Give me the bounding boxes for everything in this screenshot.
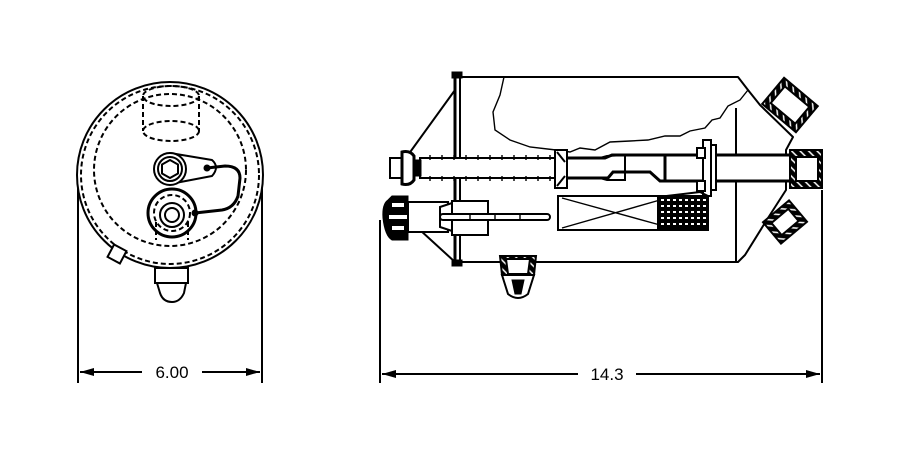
end-view: 6.00 bbox=[76, 81, 264, 383]
bottom-nozzle bbox=[154, 267, 189, 304]
tether-cable bbox=[194, 164, 242, 215]
rod-nut bbox=[389, 150, 422, 186]
dimension-label-width: 6.00 bbox=[155, 363, 188, 382]
dimension-length: 14.3 bbox=[382, 365, 820, 384]
upper-angled-port bbox=[760, 76, 820, 134]
bracket bbox=[106, 243, 128, 265]
shell-inner-hidden bbox=[80, 85, 260, 265]
left-cone bbox=[407, 89, 456, 263]
baffle-left bbox=[554, 149, 568, 189]
bottom-nozzle bbox=[498, 255, 538, 299]
filter-element bbox=[557, 191, 709, 231]
lower-angled-port bbox=[761, 198, 809, 246]
dimension-width: 6.00 bbox=[80, 363, 260, 382]
top-port-hidden bbox=[142, 85, 200, 142]
outlet-pipe bbox=[789, 149, 823, 189]
inner-hidden-circle bbox=[93, 93, 247, 247]
dimension-label-length: 14.3 bbox=[590, 365, 623, 384]
lower-cap bbox=[146, 187, 199, 240]
side-view: 14.3 bbox=[379, 71, 823, 384]
body-outline bbox=[458, 76, 794, 263]
hex-plug bbox=[153, 152, 217, 186]
cutaway-break-line bbox=[492, 76, 749, 153]
probe-assembly bbox=[382, 195, 551, 241]
through-rod bbox=[419, 153, 797, 183]
